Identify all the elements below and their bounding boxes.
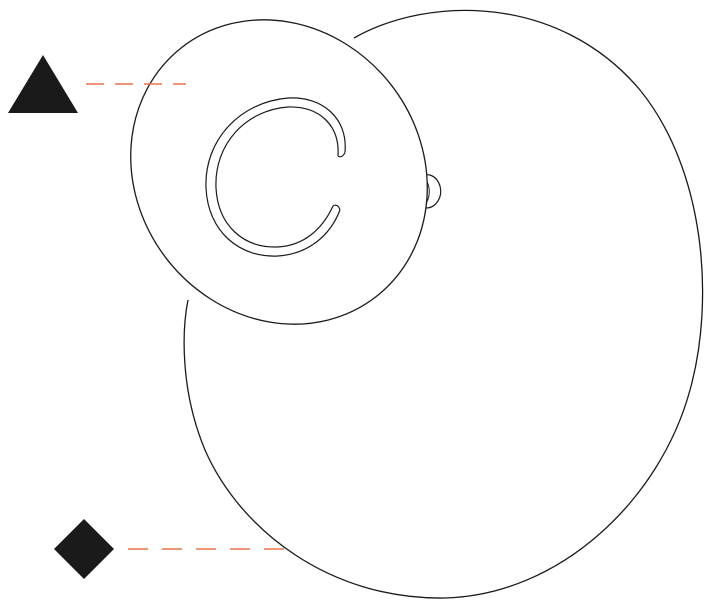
- diamond-icon: [54, 519, 114, 579]
- triangle-icon: [8, 55, 78, 113]
- front-disc-outline: [70, 0, 488, 384]
